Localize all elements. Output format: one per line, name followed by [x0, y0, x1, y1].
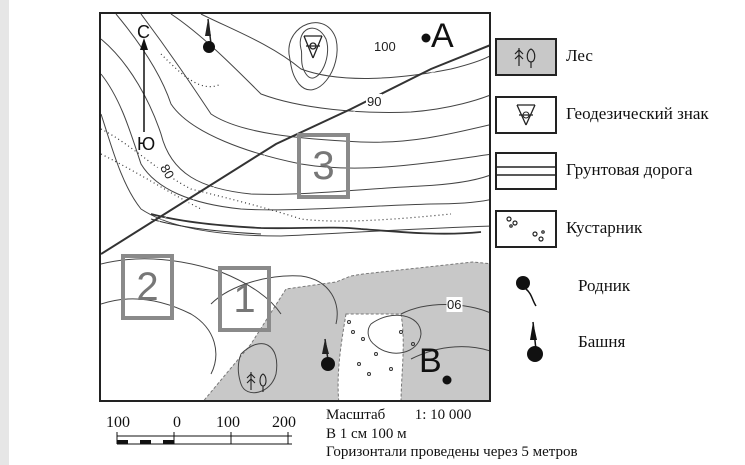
shrub-clearing: [337, 313, 404, 400]
map-drawing: [101, 14, 489, 400]
left-margin: [0, 0, 9, 465]
area-1-label: 1: [233, 276, 256, 321]
scale-per-cm: В 1 см 100 м: [326, 426, 407, 442]
contour-label-90: 90: [366, 94, 383, 109]
scale-ratio: 1: 10 000: [414, 407, 472, 423]
legend-forest-swatch: [495, 38, 557, 76]
dirt-road: [101, 44, 489, 259]
legend-shrub-label: Кустарник: [566, 218, 643, 237]
tower-symbol-bottom: [321, 338, 335, 371]
road-icon: [497, 166, 555, 176]
legend-tower-label: Башня: [578, 332, 626, 351]
scale-contour-interval: Горизонтали проведены через 5 метров: [326, 444, 578, 460]
point-a-marker: [421, 33, 431, 43]
area-2-label: 2: [136, 264, 159, 309]
legend-geodetic-swatch: [495, 96, 557, 134]
stream: [150, 213, 482, 235]
stream-bank: [150, 218, 262, 235]
tower-symbol-top: [203, 18, 215, 53]
contour-label-90-lower: 90: [446, 297, 463, 312]
map-frame: С Ю A B 100 90 80 90 3 2 1: [99, 12, 491, 402]
contour-label-100: 100: [373, 39, 397, 54]
point-b-label: B: [419, 342, 442, 380]
legend-shrub-swatch: [495, 210, 557, 248]
tree-icon: [514, 48, 536, 68]
legend-spring-label: Родник: [578, 276, 631, 295]
geodetic-icon: [516, 104, 536, 126]
legend-road-label: Грунтовая дорога: [566, 160, 693, 179]
area-3-label: 3: [312, 143, 335, 188]
scale-tick-label-0: 0: [173, 414, 181, 431]
geodetic-sign: [303, 35, 323, 59]
area-1-box: 1: [218, 266, 271, 332]
point-a-label: A: [431, 17, 454, 55]
scale-title-word: Масштаб: [326, 407, 386, 423]
legend-forest-label: Лес: [566, 46, 593, 65]
forest-tree-symbol: [246, 372, 267, 392]
scale-tick-label-100: 100: [216, 414, 240, 431]
scale-tick-label-100-left: 100: [106, 414, 130, 431]
compass-south-label: Ю: [137, 134, 156, 154]
legend-geodetic-label: Геодезический знак: [566, 104, 709, 123]
point-b-marker: [442, 375, 452, 385]
scale-title: Масштаб 1: 10 000: [326, 407, 471, 424]
area-2-box: 2: [121, 254, 174, 320]
shrub-symbols: [347, 320, 415, 376]
compass-arrow: [140, 38, 148, 132]
scale-bar: [116, 432, 292, 445]
legend-road-swatch: [495, 152, 557, 190]
tower-icon: [527, 321, 543, 362]
scale-tick-label-200: 200: [272, 414, 296, 431]
spring-icon: [516, 276, 537, 307]
shrub-icon: [506, 216, 545, 242]
compass-north-label: С: [137, 22, 150, 42]
area-3-box: 3: [297, 133, 350, 199]
